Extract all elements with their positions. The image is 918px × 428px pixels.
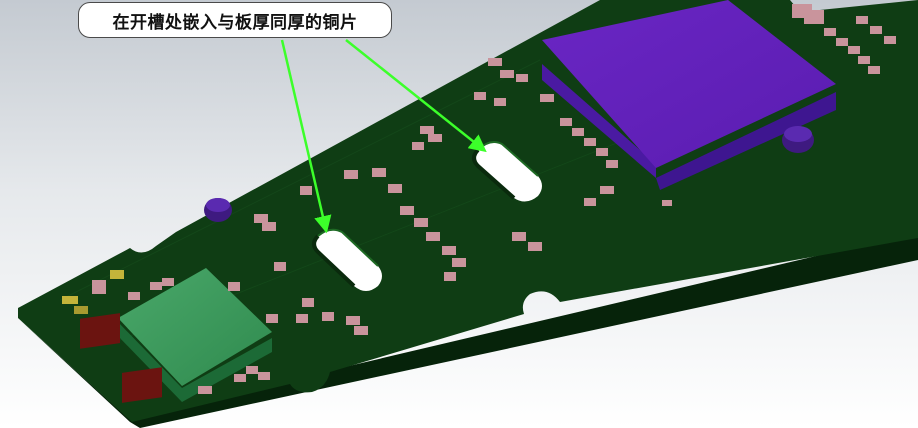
- component-group: [92, 4, 896, 394]
- standoff-right-top: [784, 126, 812, 142]
- green-ic-chip[interactable]: [118, 268, 272, 402]
- slot-left[interactable]: [312, 228, 382, 291]
- component-dark-red[interactable]: [80, 313, 120, 349]
- leader-line-right: [345, 39, 487, 153]
- annotation-callout[interactable]: 在开槽处嵌入与板厚同厚的铜片: [78, 2, 392, 38]
- large-ic-chip[interactable]: [542, 0, 836, 190]
- component-yellow[interactable]: [110, 270, 124, 279]
- component-yellow[interactable]: [62, 296, 78, 304]
- leader-line-left: [280, 39, 332, 234]
- component-dark-red[interactable]: [122, 367, 162, 403]
- standoff-left-top: [206, 198, 230, 212]
- annotation-text: 在开槽处嵌入与板厚同厚的铜片: [112, 12, 358, 33]
- component-yellow[interactable]: [74, 306, 88, 314]
